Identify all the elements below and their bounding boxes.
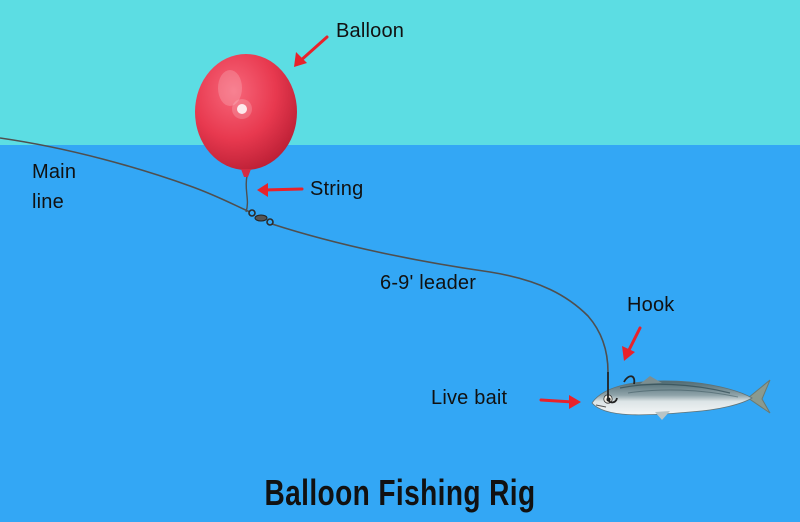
hook-icon <box>607 372 636 404</box>
label-main-line-2: line <box>32 191 64 213</box>
swivel-icon <box>248 209 274 226</box>
label-live-bait: Live bait <box>431 387 508 409</box>
arrow-hook <box>622 326 642 361</box>
label-leader: 6-9' leader <box>380 272 477 294</box>
label-string: String <box>310 178 364 200</box>
label-main-line-1: Main <box>32 161 77 183</box>
sky-area <box>0 0 800 145</box>
diagram-title: Balloon Fishing Rig <box>264 472 536 513</box>
water-area <box>0 145 800 522</box>
balloon-icon <box>195 54 297 177</box>
balloon-string <box>245 175 249 213</box>
label-hook: Hook <box>627 294 675 316</box>
arrow-string <box>257 183 304 197</box>
arrow-balloon <box>294 35 329 67</box>
leader-line <box>271 223 609 373</box>
label-balloon: Balloon <box>336 20 405 42</box>
arrow-live-bait <box>539 395 581 409</box>
label-main-line: Main line <box>32 157 76 217</box>
main-line <box>0 137 251 213</box>
